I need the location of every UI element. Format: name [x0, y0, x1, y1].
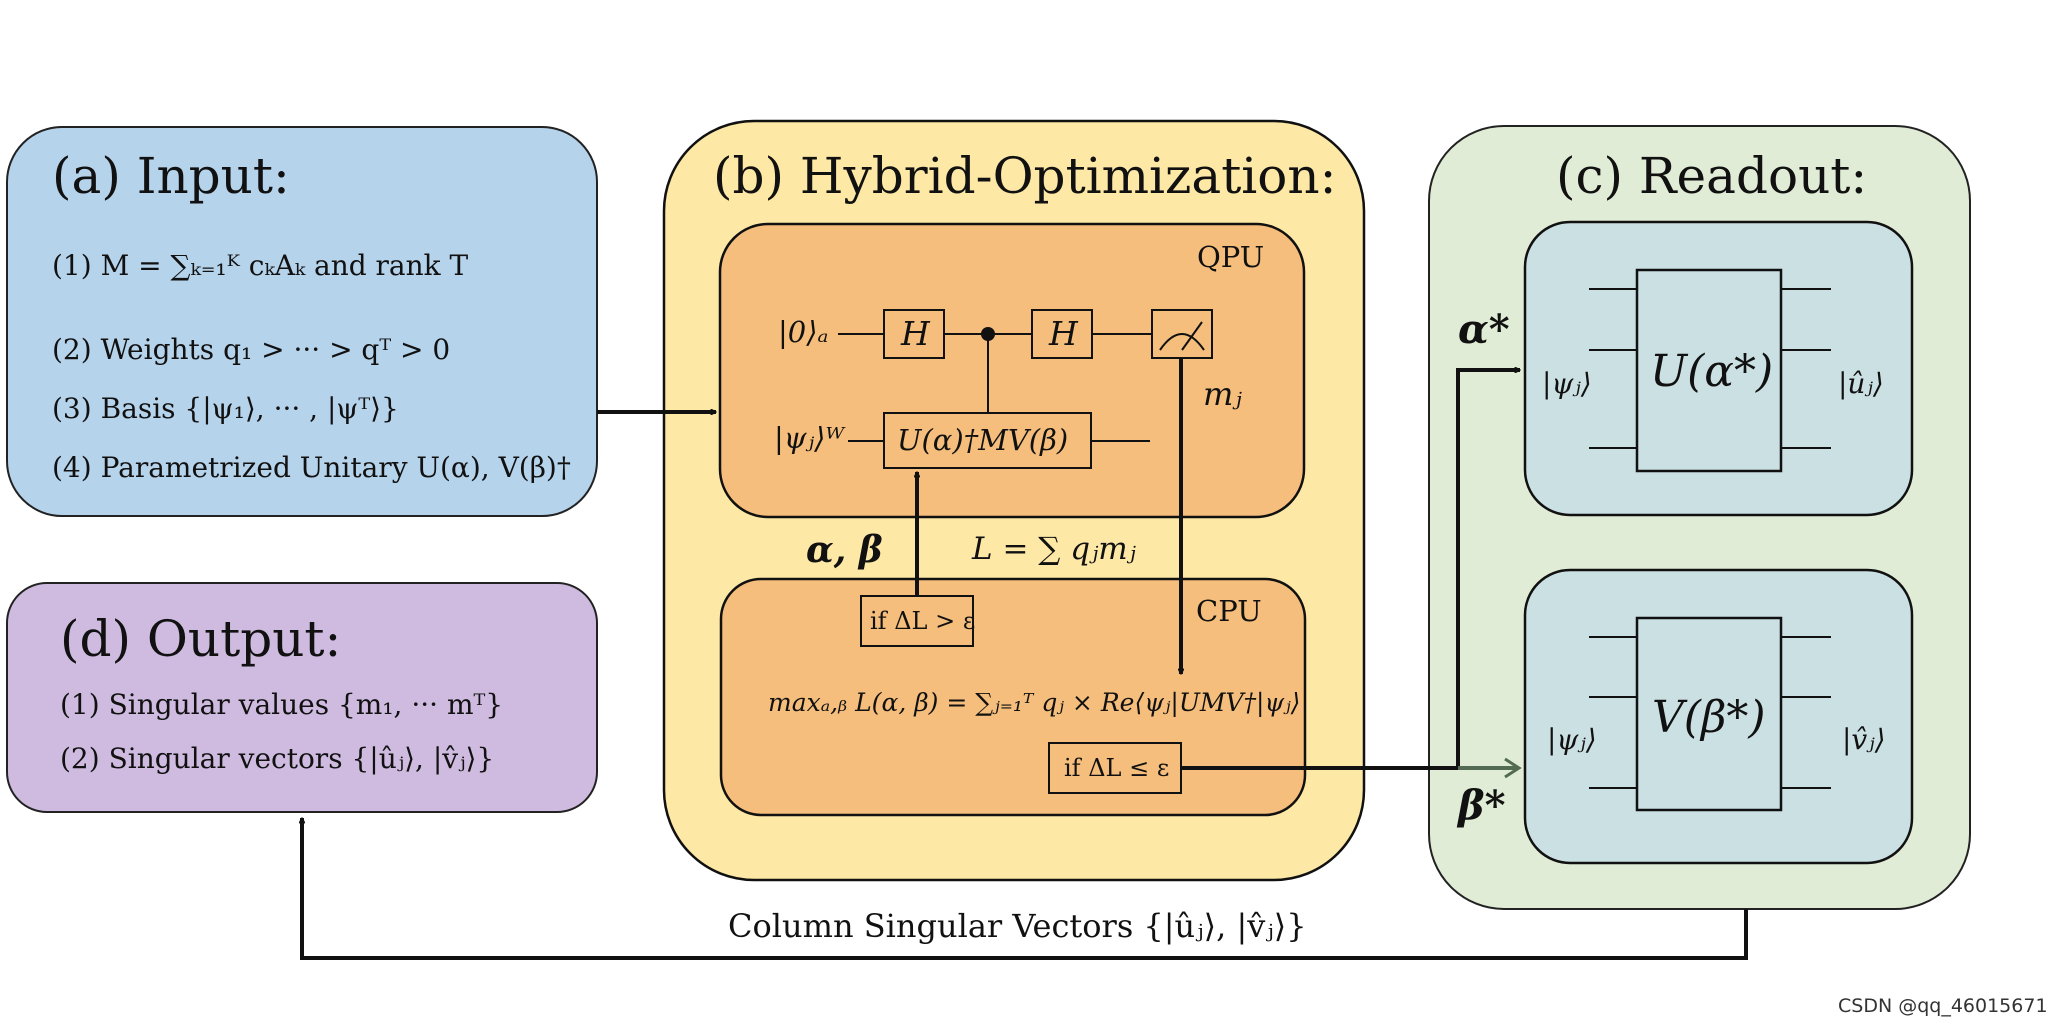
- work-state-label: |ψⱼ⟩ᵂ: [774, 421, 845, 455]
- measurement-outcome-label: mⱼ: [1203, 375, 1242, 413]
- params-label: α, β: [806, 529, 883, 571]
- qpu-label: QPU: [1197, 240, 1265, 274]
- hadamard-gate-2: [1031, 309, 1093, 359]
- input-item-basis: (3) Basis {|ψ₁⟩, ··· , |ψᵀ⟩}: [52, 392, 399, 425]
- meter-icon: [1159, 321, 1205, 351]
- continue-condition-label: if ΔL > ε: [870, 607, 976, 635]
- controlled-unitary-label: U(α)†MV(β): [897, 423, 1069, 457]
- u-readout-wires: [1589, 288, 1831, 449]
- hybrid-panel-title: (b) Hybrid-Optimization:: [713, 147, 1337, 205]
- u-input-state-label: |ψⱼ⟩: [1542, 367, 1592, 400]
- cpu-label: CPU: [1196, 594, 1262, 628]
- loss-label: L = ∑ qⱼmⱼ: [972, 531, 1136, 567]
- feedback-arrow: [302, 818, 1748, 960]
- input-panel-title: (a) Input:: [52, 147, 290, 205]
- hadamard-gate-1-label: H: [901, 314, 930, 353]
- v-beta-star-gate: [1635, 616, 1783, 812]
- stop-condition-label: if ΔL ≤ ε: [1064, 754, 1170, 782]
- objective-function: maxₐ,ᵦ L(α, β) = ∑ⱼ₌₁ᵀ qⱼ × Re⟨ψⱼ|UMV†|ψ…: [768, 688, 1301, 717]
- ancilla-state-label: |0⟩ₐ: [778, 315, 829, 349]
- continue-condition-box: [860, 595, 974, 647]
- beta-star-label: β*: [1458, 782, 1506, 829]
- control-dot: [981, 327, 995, 341]
- u-output-state-label: |ûⱼ⟩: [1838, 367, 1884, 400]
- input-item-weights: (2) Weights q₁ > ··· > qᵀ > 0: [52, 333, 451, 366]
- input-panel: [6, 126, 598, 517]
- hadamard-gate-1: [883, 309, 945, 359]
- readout-panel-title: (c) Readout:: [1556, 147, 1868, 205]
- v-output-state-label: |v̂ⱼ⟩: [1842, 723, 1886, 756]
- beta-readout-arrowhead: [1504, 757, 1522, 779]
- input-item-unitary: (4) Parametrized Unitary U(α), V(β)†: [52, 451, 571, 484]
- qpu-box: [718, 222, 1306, 519]
- input-item-matrix: (1) M = ∑ₖ₌₁ᴷ cₖAₖ and rank T: [52, 249, 469, 282]
- feedback-label: Column Singular Vectors {|ûⱼ⟩, |v̂ⱼ⟩}: [728, 907, 1307, 945]
- watermark: CSDN @qq_46015671: [1838, 995, 2048, 1017]
- u-alpha-star-gate: [1635, 268, 1783, 473]
- v-beta-star-label: V(β*): [1652, 692, 1766, 743]
- v-input-state-label: |ψⱼ⟩: [1547, 723, 1597, 756]
- qpu-circuit-wires: [838, 333, 1152, 442]
- output-panel-title: (d) Output:: [60, 610, 342, 668]
- optimal-params-arrow: [1181, 370, 1520, 770]
- output-item-singular-values: (1) Singular values {m₁, ··· mᵀ}: [60, 688, 504, 721]
- alpha-star-label: α*: [1458, 306, 1510, 353]
- controlled-unitary-gate: [883, 412, 1092, 469]
- stop-condition-box: [1048, 742, 1182, 794]
- hadamard-gate-2-label: H: [1049, 314, 1078, 353]
- u-alpha-star-label: U(α*): [1650, 346, 1774, 397]
- v-readout-wires: [1589, 636, 1831, 789]
- output-item-singular-vectors: (2) Singular vectors {|ûⱼ⟩, |v̂ⱼ⟩}: [60, 742, 495, 775]
- output-panel: [6, 582, 598, 813]
